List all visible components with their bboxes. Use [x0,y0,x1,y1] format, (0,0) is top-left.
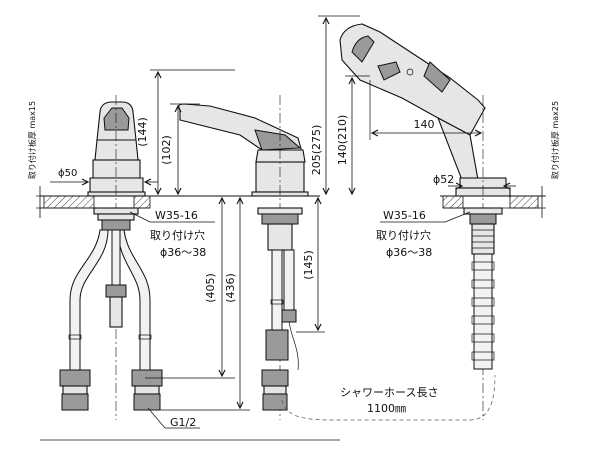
shower-hose-length-value: 1100㎜ [367,402,406,415]
mount-hole-dia-right: ϕ36～38 [386,246,432,259]
countertop-hatch-right2 [509,195,539,209]
front-view [59,95,163,420]
dim-436: (436) [224,273,237,303]
thread-g12: G1/2 [170,416,196,429]
dimension-lines [36,69,340,441]
plate-thickness-right: 取り付け板厚 max25 [550,101,560,179]
dim-140-210: 140(210) [336,115,349,166]
mount-hole-left: 取り付け穴 [150,228,205,242]
countertop-hatch-left2 [133,195,151,209]
dim-405: (405) [204,273,217,303]
mount-hole-dia-left: ϕ36～38 [160,246,206,259]
dim-102: (102) [160,135,173,165]
dim-205-275: 205(275) [310,125,323,176]
dim-145: (145) [302,250,315,280]
countertop-hatch-right [442,195,464,209]
side-view [178,95,496,421]
mount-hole-right: 取り付け穴 [376,228,431,242]
shower-hose-length-label: シャワーホース長さ [340,386,438,399]
dimension-lines-right [318,15,546,223]
thread-spec-right: W35-16 [383,209,426,222]
thread-spec-left: W35-16 [155,209,198,222]
plate-thickness-left: 取り付け板厚 max15 [27,101,37,179]
shower-head-view [339,23,511,420]
dim-phi52: ϕ52 [433,173,454,186]
dim-reach-140: 140 [414,118,435,131]
countertop-hatch-left [43,195,95,209]
dim-phi50: ϕ50 [58,168,77,179]
dim-144: (144) [136,117,149,147]
